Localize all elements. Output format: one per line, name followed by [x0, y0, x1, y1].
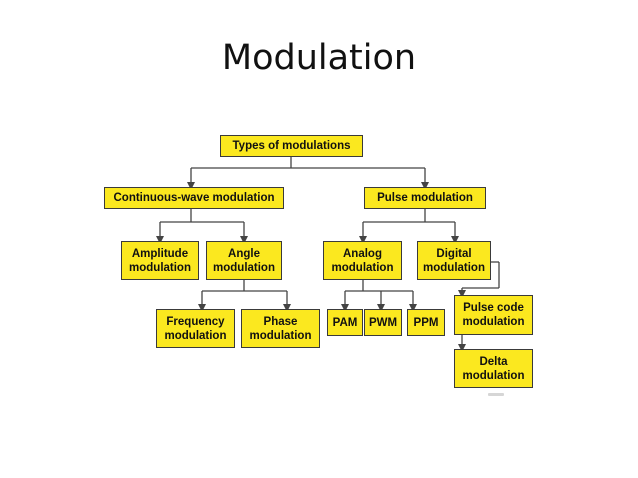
node-label-line-1: Analog	[343, 247, 382, 260]
node-ppm: PPM	[407, 309, 445, 336]
image-artifact-mark	[488, 393, 504, 396]
node-label-line-2: modulation	[129, 261, 191, 274]
node-pwm: PWM	[364, 309, 402, 336]
node-label: PPM	[413, 316, 439, 329]
node-label: PAM	[332, 316, 358, 329]
node-label-line-2: modulation	[423, 261, 485, 274]
node-amplitude-modulation: Amplitude modulation	[121, 241, 199, 280]
node-phase-modulation: Phase modulation	[241, 309, 320, 348]
node-types-of-modulations: Types of modulations	[220, 135, 363, 157]
node-angle-modulation: Angle modulation	[206, 241, 282, 280]
node-label-line-1: Delta	[479, 355, 508, 368]
node-label: Pulse modulation	[377, 192, 473, 204]
node-label-line-1: Digital	[436, 247, 472, 260]
node-label-line-1: Amplitude	[131, 247, 189, 260]
node-label-line-2: modulation	[249, 329, 312, 342]
node-continuous-wave-modulation: Continuous-wave modulation	[104, 187, 284, 209]
node-delta-modulation: Delta modulation	[454, 349, 533, 388]
node-label-line-2: modulation	[213, 261, 275, 274]
slide-title: Modulation	[221, 38, 417, 78]
node-label: PWM	[368, 316, 398, 329]
node-label-line-2: modulation	[164, 329, 227, 342]
node-pulse-code-modulation: Pulse code modulation	[454, 295, 533, 335]
node-label: Types of modulations	[232, 140, 351, 152]
node-label-line-1: Frequency	[166, 315, 225, 328]
node-label-line-2: modulation	[462, 369, 525, 382]
node-label-line-1: Angle	[228, 247, 260, 260]
node-frequency-modulation: Frequency modulation	[156, 309, 235, 348]
node-pulse-modulation: Pulse modulation	[364, 187, 486, 209]
node-label-line-2: modulation	[462, 316, 525, 328]
node-label-line-1: Phase	[263, 315, 298, 328]
node-label-line-2: modulation	[331, 261, 394, 274]
node-analog-modulation: Analog modulation	[323, 241, 402, 280]
node-label-line-1: Pulse code	[463, 302, 524, 314]
node-digital-modulation: Digital modulation	[417, 241, 491, 280]
node-pam: PAM	[327, 309, 363, 336]
node-label: Continuous-wave modulation	[113, 192, 275, 204]
